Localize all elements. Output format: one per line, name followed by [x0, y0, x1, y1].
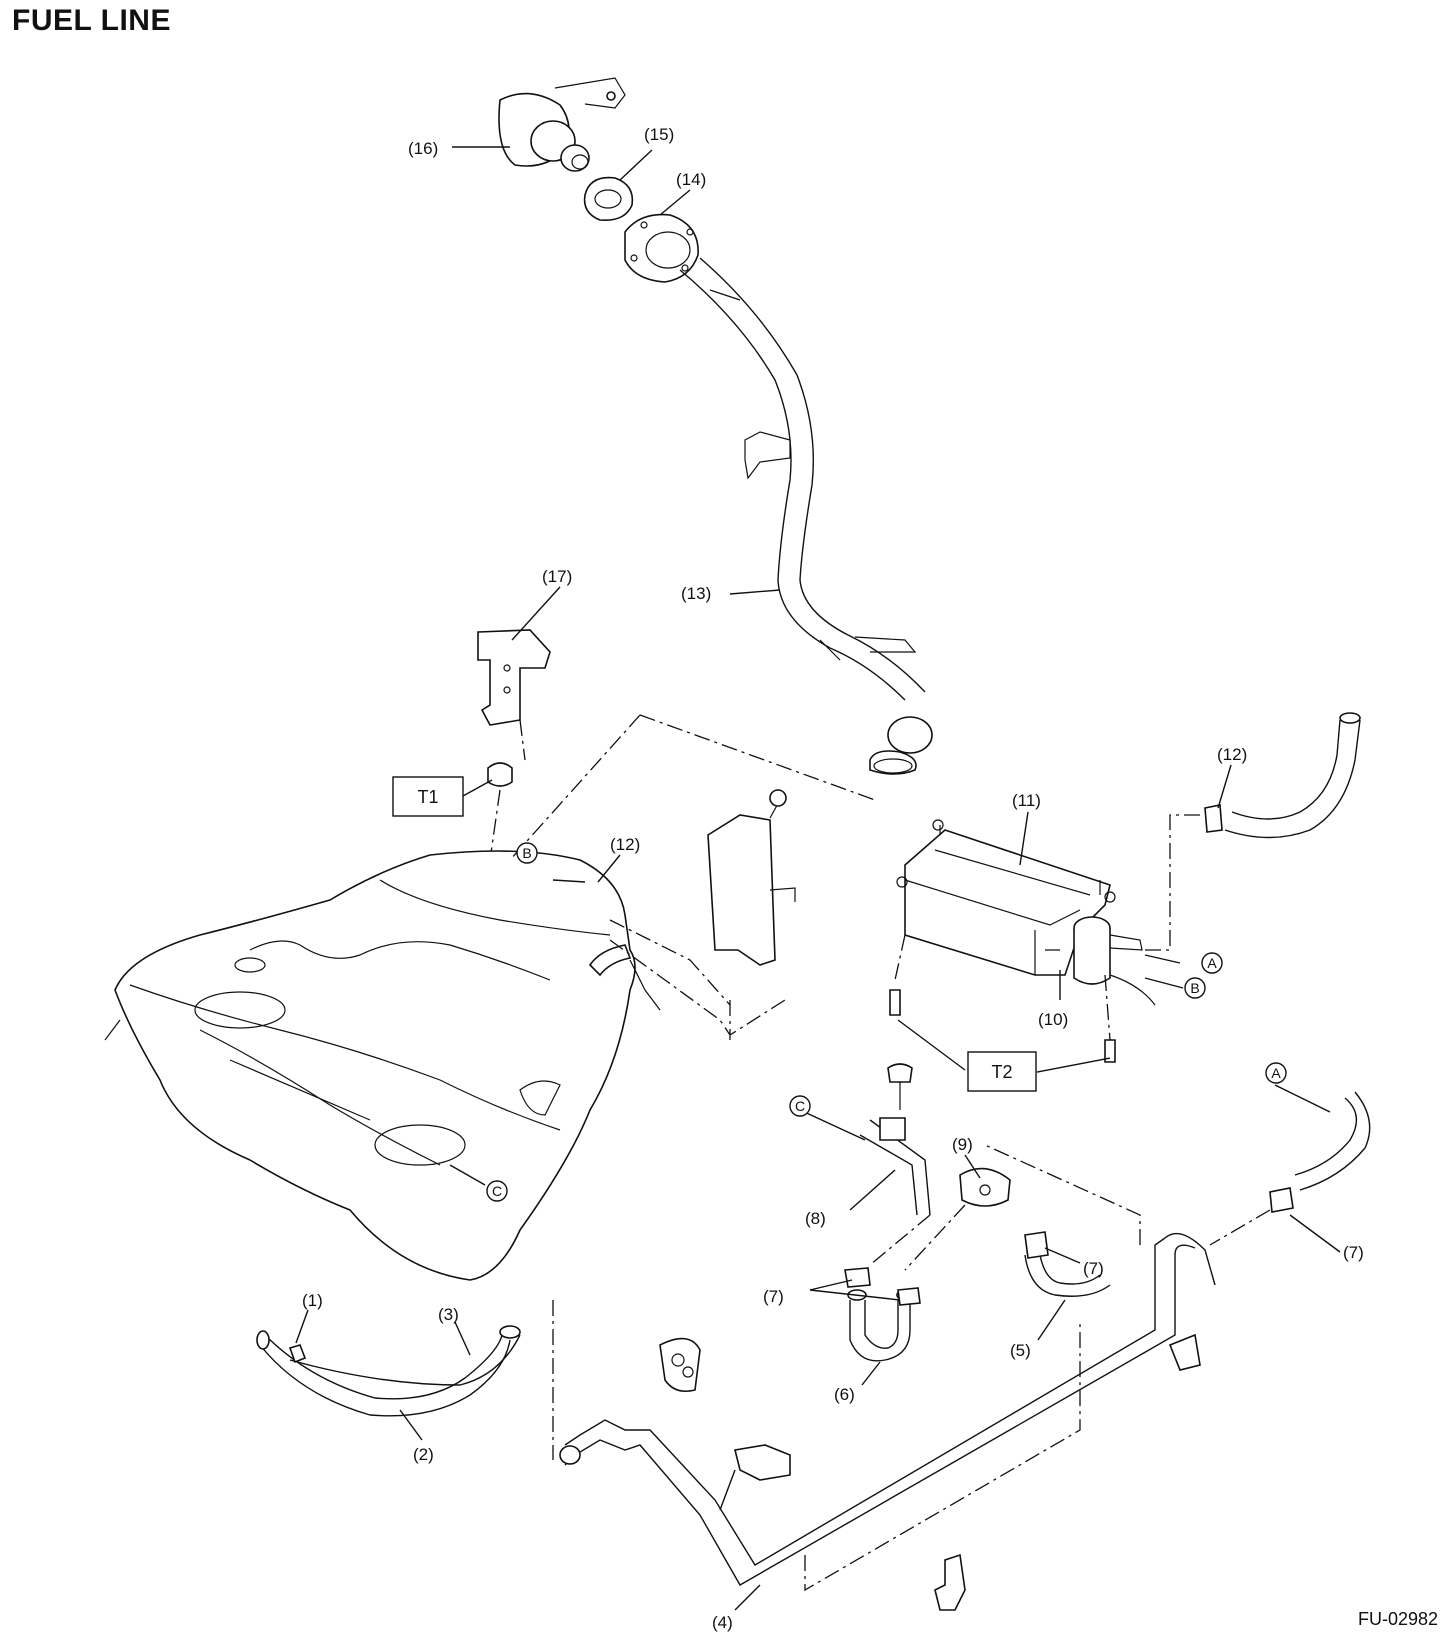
label-8: (8)	[805, 1209, 826, 1228]
label-4: (4)	[712, 1613, 733, 1632]
vent-hose	[1145, 712, 1361, 951]
marker-b-tank: B	[516, 842, 538, 864]
label-5: (5)	[1010, 1341, 1031, 1360]
svg-text:C: C	[795, 1098, 805, 1114]
label-16: (16)	[408, 139, 438, 158]
filler-neck-pipe	[624, 213, 933, 775]
svg-text:C: C	[492, 1183, 502, 1199]
label-2: (2)	[413, 1445, 434, 1464]
marker-c-pipe: C	[789, 1095, 811, 1117]
leader-lines	[295, 146, 1341, 1611]
gasket	[583, 176, 634, 222]
diagram-title: FUEL LINE	[12, 4, 171, 37]
canister	[889, 819, 1156, 1063]
label-12-left: (12)	[610, 835, 640, 854]
label-1: (1)	[302, 1291, 323, 1310]
label-17: (17)	[542, 567, 572, 586]
label-7-left: (7)	[763, 1287, 784, 1306]
marker-a-hose: A	[1265, 1062, 1287, 1084]
fuel-delivery-hoses	[256, 1300, 554, 1460]
fuel-tank	[104, 850, 661, 1281]
fuel-pipe-assembly	[559, 1144, 1216, 1611]
heat-shield	[509, 714, 876, 1040]
figure-code: FU-02982	[1357, 1609, 1438, 1629]
torque-box-t1: T1	[392, 776, 464, 817]
fuel-filler-cap	[498, 77, 626, 172]
label-11: (11)	[1012, 791, 1041, 810]
label-9: (9)	[952, 1135, 973, 1154]
marker-c-tank: C	[486, 1180, 508, 1202]
svg-text:B: B	[522, 845, 531, 861]
label-13: (13)	[681, 584, 711, 603]
torque-box-t2: T2	[967, 1051, 1037, 1092]
label-10: (10)	[1038, 1010, 1068, 1029]
part-labels: (16) (15) (14) (13) (17) (12) (12) (11) …	[302, 125, 1364, 1632]
label-14: (14)	[676, 170, 706, 189]
torque-label-t1: T1	[417, 787, 438, 807]
svg-text:B: B	[1190, 980, 1199, 996]
filler-bracket	[477, 629, 551, 861]
label-7-right: (7)	[1343, 1243, 1364, 1262]
label-3: (3)	[438, 1305, 459, 1324]
svg-text:A: A	[1271, 1065, 1281, 1081]
label-12-right: (12)	[1217, 745, 1247, 764]
marker-a-canister: A	[1201, 952, 1223, 974]
label-7-mid: (7)	[1083, 1259, 1104, 1278]
marker-b-canister: B	[1184, 977, 1206, 999]
label-6: (6)	[834, 1385, 855, 1404]
evap-hoses	[844, 1063, 1371, 1362]
torque-label-t2: T2	[991, 1062, 1012, 1082]
label-15: (15)	[644, 125, 674, 144]
svg-text:A: A	[1207, 955, 1217, 971]
